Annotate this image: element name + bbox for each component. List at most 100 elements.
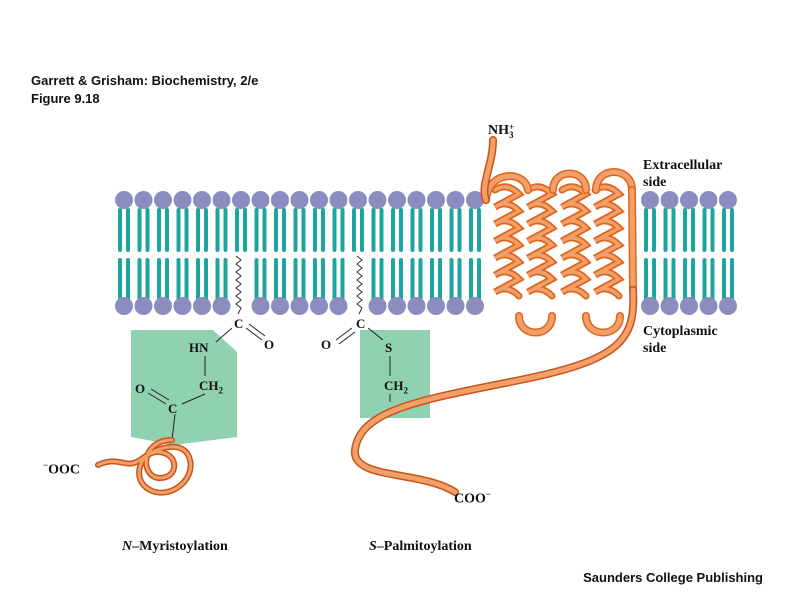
- lipid-tail: [449, 258, 454, 302]
- myristoyl-bonds: [147, 323, 266, 441]
- lipid-tail: [663, 258, 668, 302]
- lipid-head: [388, 297, 406, 315]
- lipid-tail: [157, 208, 161, 252]
- myristoylated-protein: [95, 437, 194, 496]
- lipid-head: [699, 191, 718, 209]
- lipid-head: [466, 191, 484, 209]
- palmitoyl-thio-s: S: [385, 340, 393, 355]
- lipid-tail: [683, 208, 687, 252]
- palmitoyl-carbonyl-o: O: [321, 337, 332, 352]
- lipid-tail: [145, 208, 150, 252]
- publisher-credit: Saunders College Publishing: [583, 570, 763, 585]
- lipid-head: [173, 297, 192, 315]
- lipid-tail: [722, 258, 726, 302]
- lipid-tail: [274, 258, 278, 302]
- lipid-tail: [301, 208, 306, 252]
- lipid-tail: [313, 258, 317, 302]
- lipid-tail: [644, 208, 648, 252]
- lipid-head: [368, 297, 387, 315]
- lipid-tail: [371, 208, 376, 252]
- lipid-head: [290, 191, 309, 209]
- lipid-tail: [282, 258, 286, 302]
- lipid-tail: [293, 258, 298, 302]
- lipid-tail: [702, 208, 707, 252]
- lipid-tail: [165, 258, 169, 302]
- lipid-tail: [262, 258, 267, 302]
- lipid-tail: [204, 208, 208, 252]
- myristoyl-alpha-c: C: [168, 401, 178, 416]
- helix-4-highlight: [593, 185, 622, 298]
- myristoyl-carbonyl-o: O: [264, 337, 275, 352]
- transmembrane-helices: [482, 168, 637, 337]
- lipid-tail: [430, 208, 434, 252]
- lipid-tail: [196, 258, 200, 302]
- lipid-tail: [477, 208, 481, 252]
- lipid-tail: [332, 258, 337, 302]
- lipid-head: [427, 297, 445, 315]
- lipid-tail: [332, 208, 337, 252]
- lipid-tail: [293, 208, 298, 252]
- lipid-tail: [184, 208, 189, 252]
- lipid-tail: [477, 258, 481, 302]
- myristoyl-carbonyl-c: C: [234, 316, 244, 331]
- lipid-tail: [710, 258, 715, 302]
- cytoplasmic-side-label: Cytoplasmic side: [643, 324, 718, 356]
- book-title: Garrett & Grisham: Biochemistry, 2/e: [31, 73, 259, 88]
- lipid-head: [310, 297, 328, 315]
- lipid-head: [349, 191, 367, 209]
- myristoyl-amide-nh: HN: [189, 340, 209, 355]
- lipid-tail: [165, 208, 169, 252]
- lipid-tail: [722, 208, 726, 252]
- lipid-head: [154, 191, 172, 209]
- lipid-tail: [671, 208, 676, 252]
- lipid-tail: [371, 258, 376, 302]
- palmitoyl-ch2: CH2: [384, 378, 408, 396]
- lipid-tail: [438, 258, 442, 302]
- lipid-tail: [340, 208, 345, 252]
- lipid-head: [290, 297, 309, 315]
- lipid-head: [134, 191, 153, 209]
- c-terminus-label: COO−: [454, 489, 492, 507]
- lipid-tail: [321, 258, 325, 302]
- lipid-head: [641, 191, 659, 209]
- helix-3-highlight: [560, 185, 589, 298]
- lipid-head: [212, 191, 231, 209]
- lipid-tail: [652, 258, 656, 302]
- lipid-head: [115, 297, 133, 315]
- palmitoyl-chain: [356, 255, 363, 315]
- lipid-tail: [418, 208, 423, 252]
- lipid-head: [193, 297, 211, 315]
- helix-2-highlight: [526, 185, 555, 298]
- lipid-tail: [235, 208, 239, 252]
- lipid-head: [271, 191, 289, 209]
- lipid-head: [407, 191, 426, 209]
- lipid-tail: [243, 208, 247, 252]
- lipid-head: [446, 297, 465, 315]
- extracellular-side-label: Extracellular side: [643, 158, 723, 190]
- lipid-head: [719, 297, 737, 315]
- lipid-tail: [652, 208, 656, 252]
- lipid-tail: [204, 258, 208, 302]
- lipid-tail: [126, 208, 130, 252]
- lipid-tail: [391, 258, 395, 302]
- lipid-tail: [254, 208, 259, 252]
- lipid-head: [407, 297, 426, 315]
- lipid-tail: [457, 258, 462, 302]
- lipid-tail: [157, 258, 161, 302]
- lipid-head: [115, 191, 133, 209]
- lipid-tail: [176, 208, 181, 252]
- myristoyl-chain: [235, 255, 242, 315]
- lipid-tail: [321, 208, 325, 252]
- lipid-tail: [691, 208, 695, 252]
- lipid-bilayer: [115, 191, 737, 315]
- lipid-tail: [262, 208, 267, 252]
- lipid-tail: [223, 208, 228, 252]
- lipid-head: [251, 191, 270, 209]
- lipid-tail: [469, 208, 473, 252]
- helix-loop-2-highlight: [516, 313, 555, 335]
- palmitoyl-residue-box: [360, 330, 430, 418]
- lipid-tail: [702, 258, 707, 302]
- lipid-head: [388, 191, 406, 209]
- lipid-tail: [301, 258, 306, 302]
